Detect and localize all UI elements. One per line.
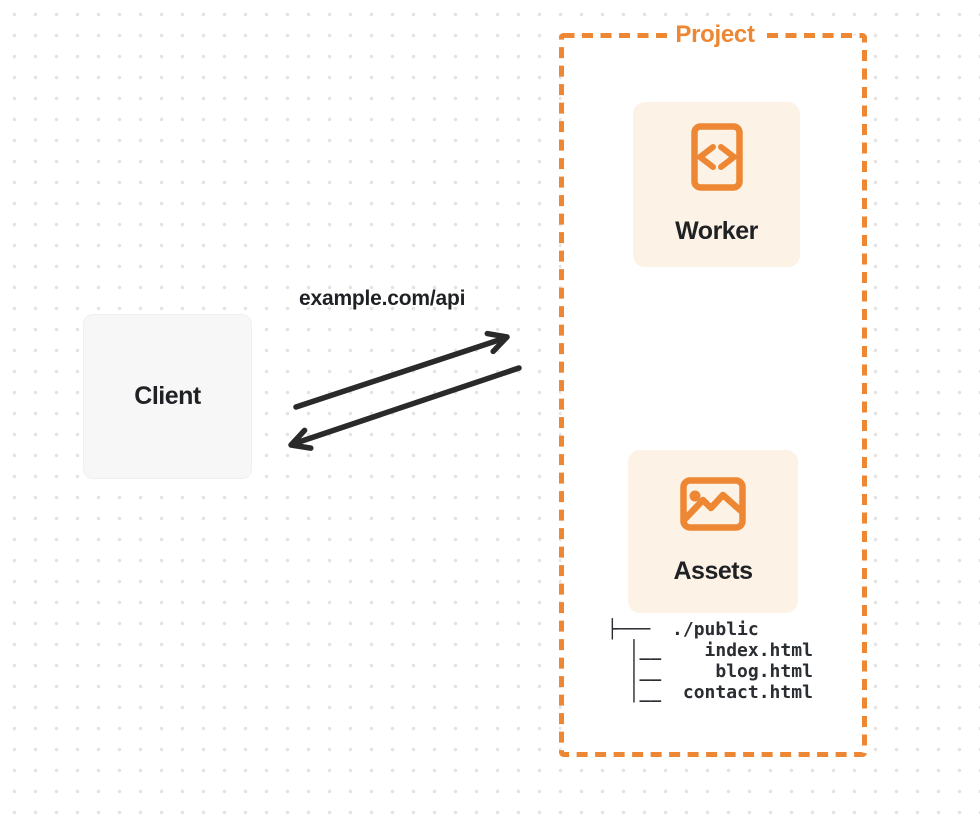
worker-label: Worker	[675, 217, 758, 245]
code-document-icon	[690, 123, 743, 191]
file-tree: ├─── ./public │__ index.html │__ blog.ht…	[607, 619, 813, 703]
assets-node: Assets	[628, 450, 798, 613]
project-boundary-label: Project	[669, 21, 761, 49]
file-tree-line-blog: │__ blog.html	[607, 661, 813, 682]
file-tree-line-index: │__ index.html	[607, 640, 813, 661]
client-label: Client	[134, 382, 201, 410]
file-tree-line-public: ├─── ./public	[607, 619, 759, 640]
request-url-label: example.com/api	[299, 287, 466, 310]
request-arrow	[293, 330, 510, 410]
response-arrow	[288, 365, 522, 451]
worker-node: Worker	[633, 102, 800, 267]
client-node: Client	[83, 314, 252, 479]
file-tree-line-contact: │__ contact.html	[607, 682, 813, 703]
assets-label: Assets	[673, 557, 754, 585]
image-icon	[680, 477, 746, 531]
